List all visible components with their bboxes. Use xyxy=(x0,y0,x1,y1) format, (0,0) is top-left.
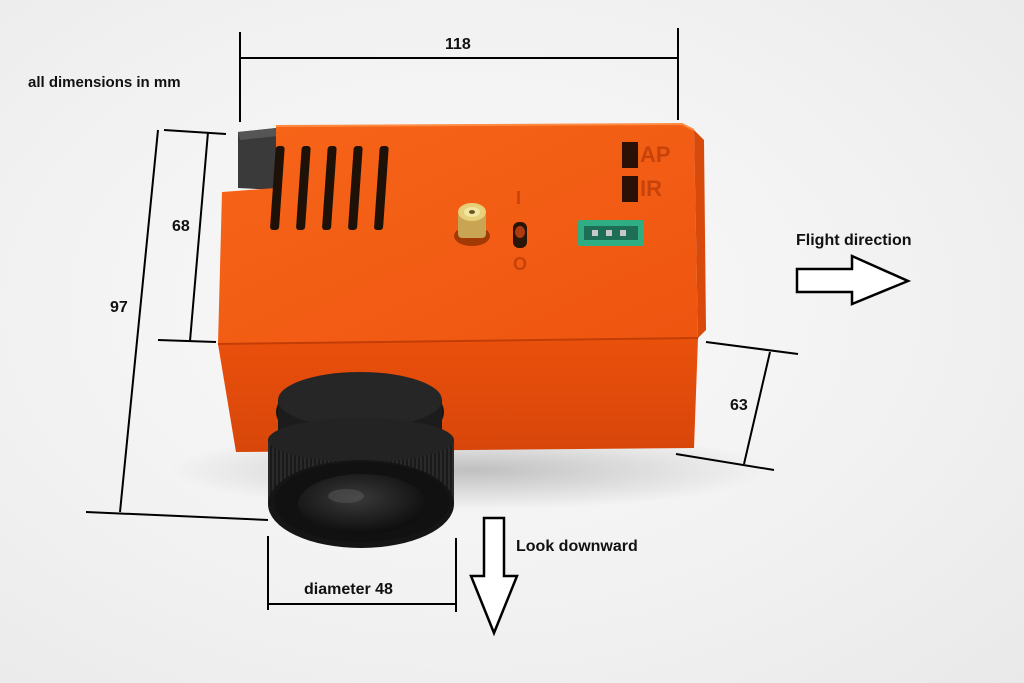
mount-block xyxy=(238,128,276,190)
switch-on-marking: I xyxy=(516,188,522,208)
flight-direction-label: Flight direction xyxy=(796,232,912,249)
box-right-face xyxy=(694,130,706,338)
units-note: all dimensions in mm xyxy=(28,74,181,91)
look-downward-arrow xyxy=(469,516,519,637)
switch-off-marking: O xyxy=(513,254,528,274)
pin-header-connector xyxy=(578,220,644,246)
ap-marking: AP xyxy=(640,142,671,167)
flight-direction-arrow xyxy=(795,254,912,306)
ir-marking: IR xyxy=(640,176,662,201)
dimension-lines xyxy=(85,28,799,612)
vent-slots xyxy=(270,146,389,230)
ap-indicator-window xyxy=(622,142,638,168)
rca-connector xyxy=(454,203,490,246)
look-downward-label: Look downward xyxy=(516,538,638,555)
power-switch xyxy=(513,222,527,248)
lens-assembly xyxy=(268,372,454,548)
dimension-depth-label: 63 xyxy=(730,397,748,414)
dimension-height-total-label: 97 xyxy=(110,299,128,316)
dimension-height-upper-label: 68 xyxy=(172,218,190,235)
dimension-width-label: 118 xyxy=(445,36,471,53)
ir-indicator-window xyxy=(622,176,638,202)
lens-diameter-label: diameter 48 xyxy=(304,581,393,598)
